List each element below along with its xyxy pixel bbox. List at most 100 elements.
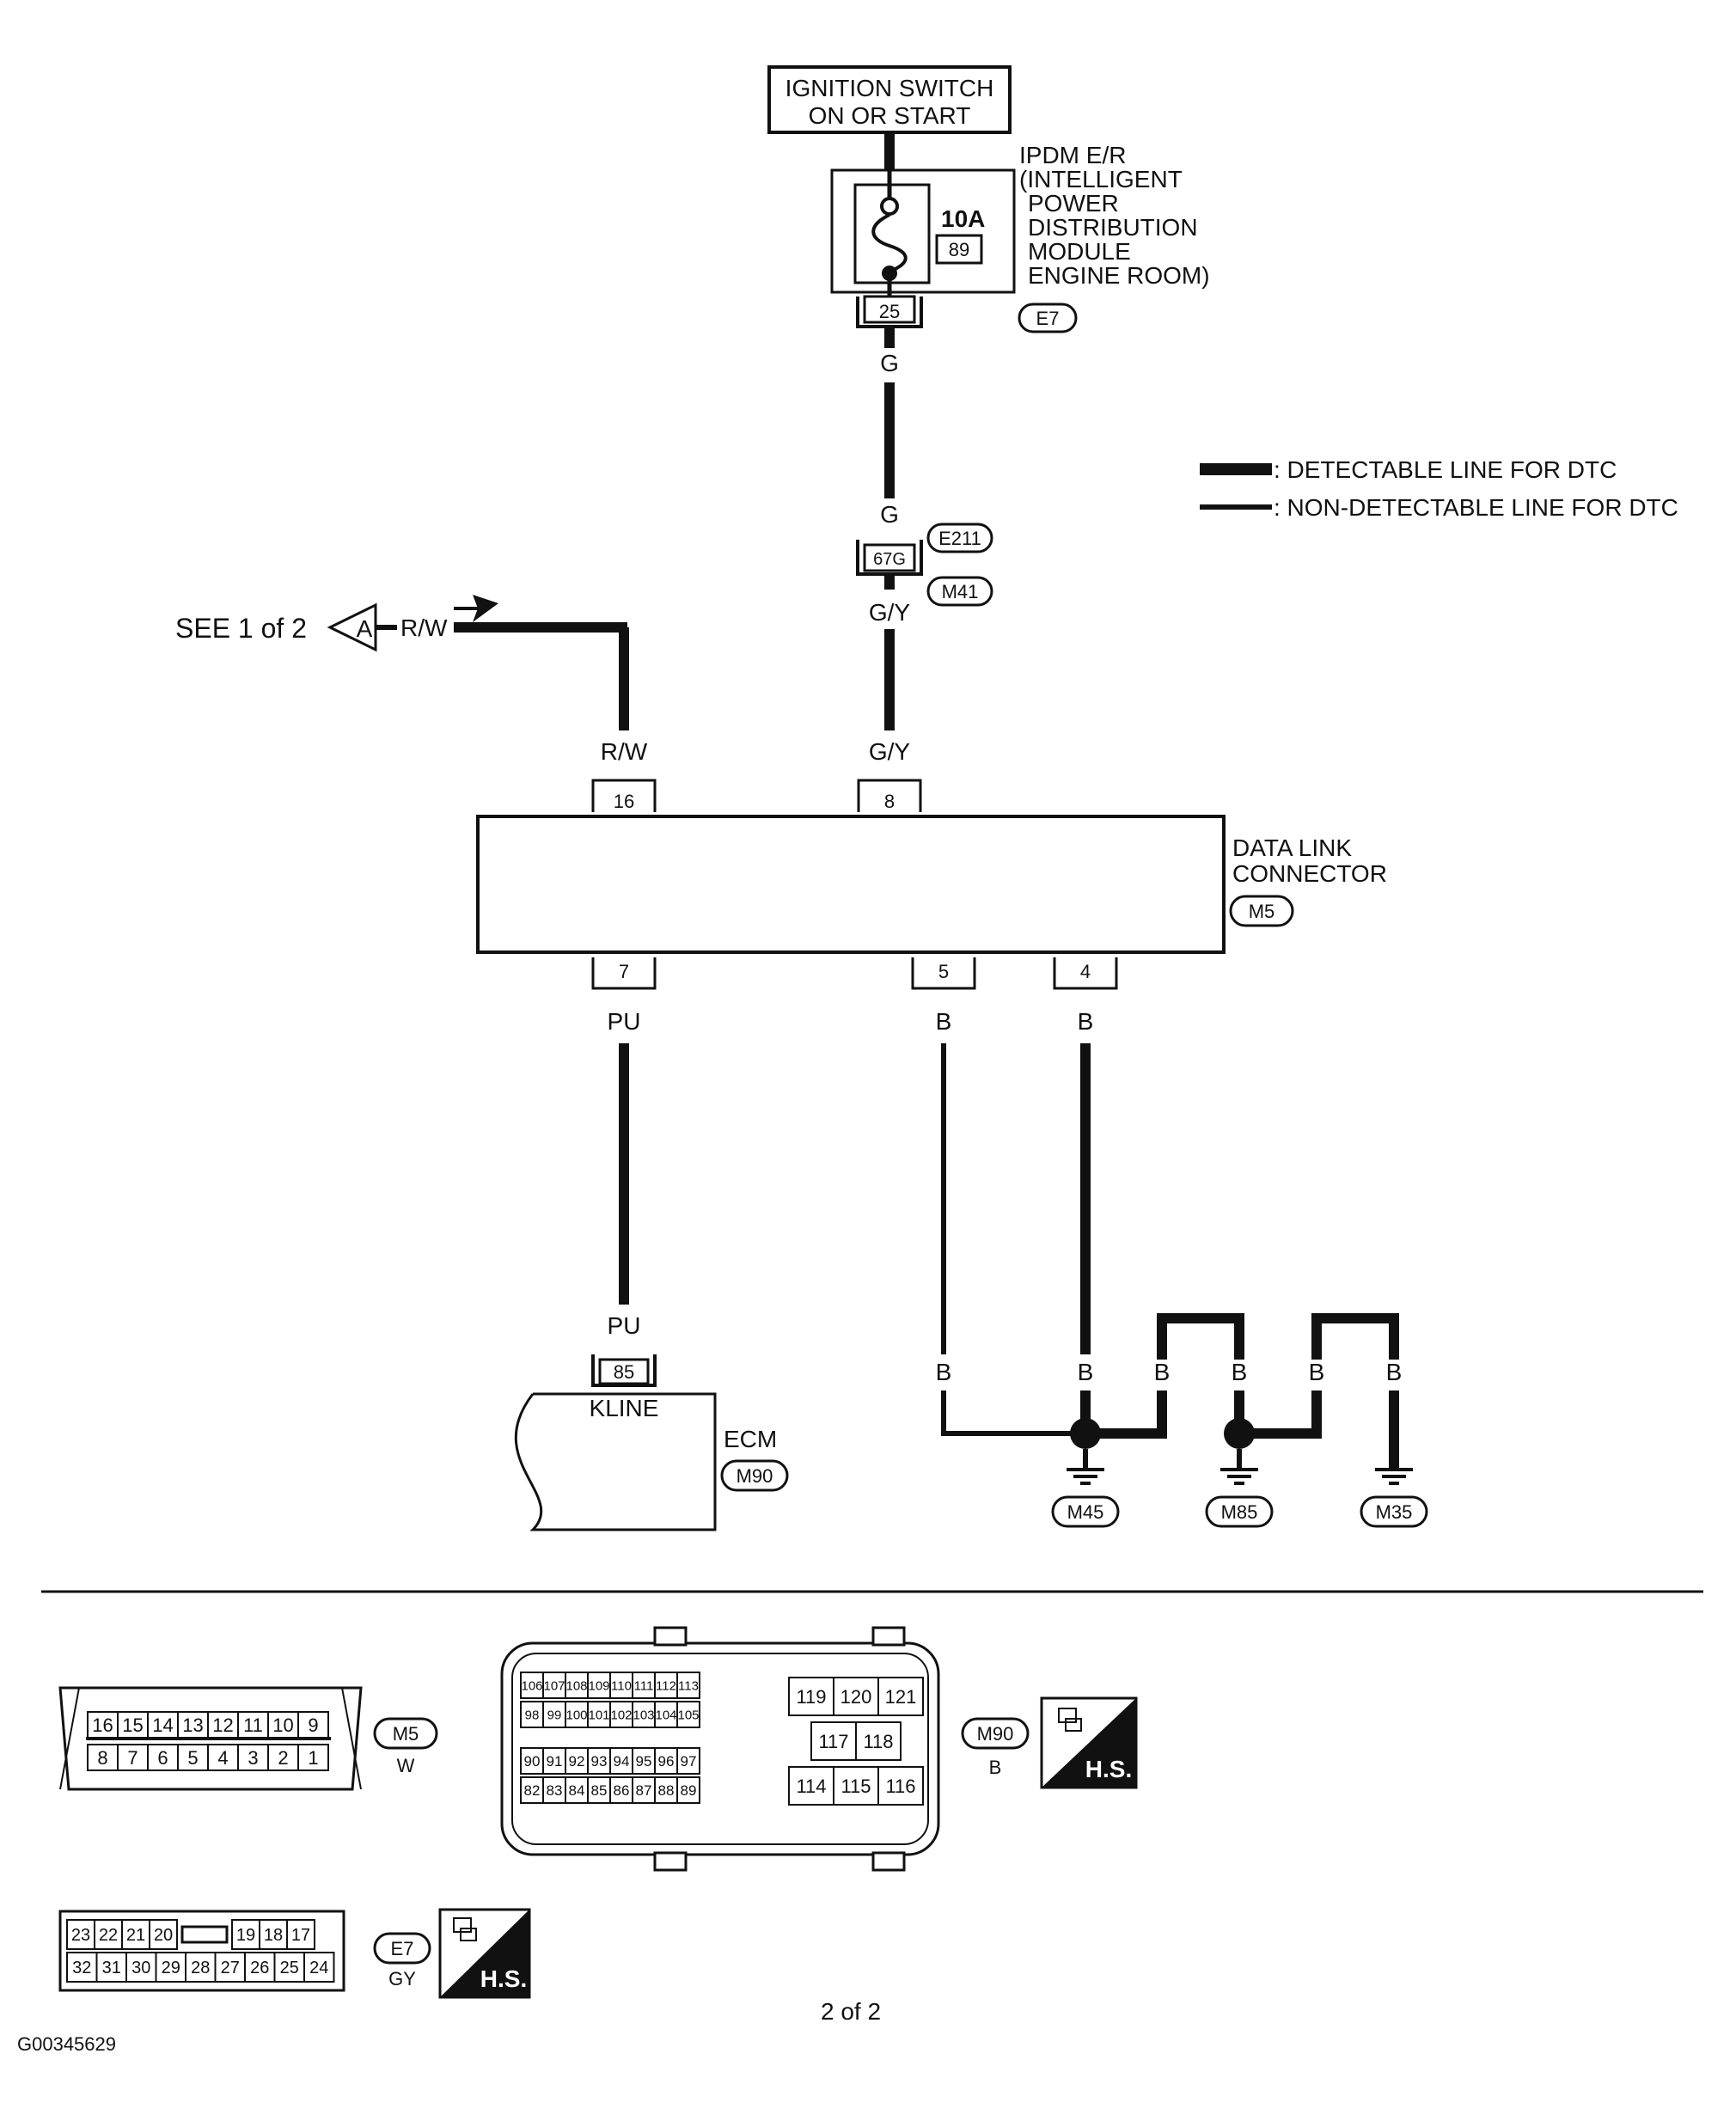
m90-terminal-label: 102 [610,1708,632,1722]
fuse-icon [871,213,908,273]
m90-terminal-label: 100 [565,1708,587,1722]
dlc-connector-id: M5 [1249,901,1275,922]
m5-terminal-label: 2 [278,1747,288,1769]
terminal-cell [676,1747,700,1775]
wire-color-b4-top: B [1078,1008,1094,1035]
terminal-cell [297,1744,329,1771]
page-indicator: 2 of 2 [821,1998,881,2025]
hs-label-m90: H.S. [1085,1756,1132,1782]
ipdm-label-6: ENGINE ROOM) [1028,262,1210,289]
wire-color-gy-low: G/Y [869,738,911,765]
e7-terminal-label: 24 [309,1959,328,1977]
figure-id: G00345629 [17,2033,116,2055]
e7-terminal-label: 30 [131,1959,150,1977]
m90-terminal-label: 118 [863,1731,893,1752]
m5-terminal-label: 1 [308,1747,318,1769]
terminal-cell [877,1677,924,1716]
m90-terminal-label: 84 [569,1782,585,1799]
wire-color-b5-top: B [936,1008,952,1035]
e7-terminal-label: 23 [71,1926,90,1945]
ecm-pin-85: 85 [614,1361,634,1383]
joint-connector [863,543,916,572]
connector-badge-e7 [1018,303,1078,333]
m90-terminal-label: 101 [588,1708,609,1722]
ipdm-pin-25: 25 [879,301,900,322]
wire-color-b-g5: B [1309,1359,1325,1385]
ecm-connector-id: M90 [737,1465,773,1487]
terminal-cell [303,1952,335,1983]
m90-terminal-label: 111 [634,1678,654,1693]
hs-badge-e7: H.S. [438,1908,531,1999]
ignition-switch-label-1: IGNITION SWITCH [785,75,994,101]
ipdm-label-2: (INTELLIGENT [1019,166,1183,193]
joint-connector-m41: M41 [942,581,979,602]
m5-view-id: M5 [393,1723,419,1745]
m90-terminal-label: 90 [524,1753,541,1769]
m5-terminal-label: 14 [152,1714,173,1736]
m90-terminal-label: 85 [591,1782,608,1799]
m5-terminal-label: 3 [248,1747,258,1769]
g-gy-wire: G G 67G E211 M41 G/Y G/Y [856,327,993,765]
ignition-switch-box: IGNITION SWITCH ON OR START [767,65,1012,134]
ecm-label: ECM [724,1426,777,1452]
m90-terminal-label: 89 [681,1782,697,1799]
m90-terminal-label: 91 [547,1753,563,1769]
arrow-head-icon [473,595,498,622]
wire-color-g-top: G [880,350,899,376]
m90-terminal-label: 97 [681,1753,697,1769]
ecm-module: 85 KLINE ECM M90 [514,1354,789,1531]
m90-terminal-label: 93 [591,1753,608,1769]
e7-terminal-label: 17 [291,1926,310,1945]
m90-terminal-label: 109 [588,1678,609,1693]
dlc-label-2: CONNECTOR [1232,860,1387,887]
e7-terminal-label: 21 [126,1926,145,1945]
key-slot [180,1925,229,1944]
m90-terminal-label: 96 [658,1753,675,1769]
wire-color-b-g4: B [1232,1359,1248,1385]
m90-terminal-label: 82 [524,1782,541,1799]
wire-color-pu-top: PU [608,1008,641,1035]
ipdm-label-1: IPDM E/R [1019,142,1126,168]
ground-wires: B B B B B B B B [936,1008,1428,1528]
wire-color-g-mid: G [880,501,899,528]
data-link-connector: 16 8 7 5 4 DATA LINK CONNECTOR M5 [476,779,1387,990]
m90-terminal-label: 86 [614,1782,630,1799]
m5-terminal-label: 12 [212,1714,233,1736]
m90-terminal-label: 119 [796,1686,826,1708]
joint-connector-e211: E211 [938,528,981,549]
ground-symbol-icon [1067,1468,1104,1485]
ignition-switch-label-2: ON OR START [809,102,971,129]
rw-wire: SEE 1 of 2 A R/W R/W [175,595,648,765]
m90-terminal-label: 120 [840,1686,872,1708]
wire-color-b-g3: B [1154,1359,1171,1385]
wire-color-pu-low: PU [608,1312,641,1339]
dlc-label-1: DATA LINK [1232,834,1352,861]
ipdm-module: 10A 89 25 IPDM E/R (INTELLIGENT POWER DI… [830,132,1210,333]
m90-terminal-label: 106 [521,1678,542,1693]
m5-terminal-label: 5 [187,1747,198,1769]
m5-terminal-label: 7 [127,1747,138,1769]
pu-wire: PU PU [608,1008,641,1339]
dlc-pin-5: 5 [938,961,949,982]
e7-terminal-label: 19 [236,1926,255,1945]
wire-color-b-g2: B [1078,1359,1094,1385]
m90-terminal-label: 99 [547,1708,562,1722]
m90-terminal-label: 114 [796,1776,826,1797]
ground-symbol-icon [1220,1468,1258,1485]
dlc-pin-16: 16 [614,791,634,812]
m90-terminal-label: 94 [614,1753,630,1769]
joint-pin-67g: 67G [873,550,906,569]
m90-terminal-label: 95 [636,1753,652,1769]
ecm-body [514,1392,717,1531]
m90-view-id: M90 [977,1723,1014,1745]
m90-terminal-label: 105 [677,1708,699,1722]
off-page-marker: A [357,615,373,642]
m5-terminal-label: 16 [92,1714,113,1736]
fuse-number: 89 [949,239,969,260]
e7-terminal-label: 25 [280,1959,299,1977]
wire-color-rw-top: R/W [400,614,448,641]
m5-terminal-label: 15 [122,1714,143,1736]
m5-terminal-label: 8 [97,1747,107,1769]
